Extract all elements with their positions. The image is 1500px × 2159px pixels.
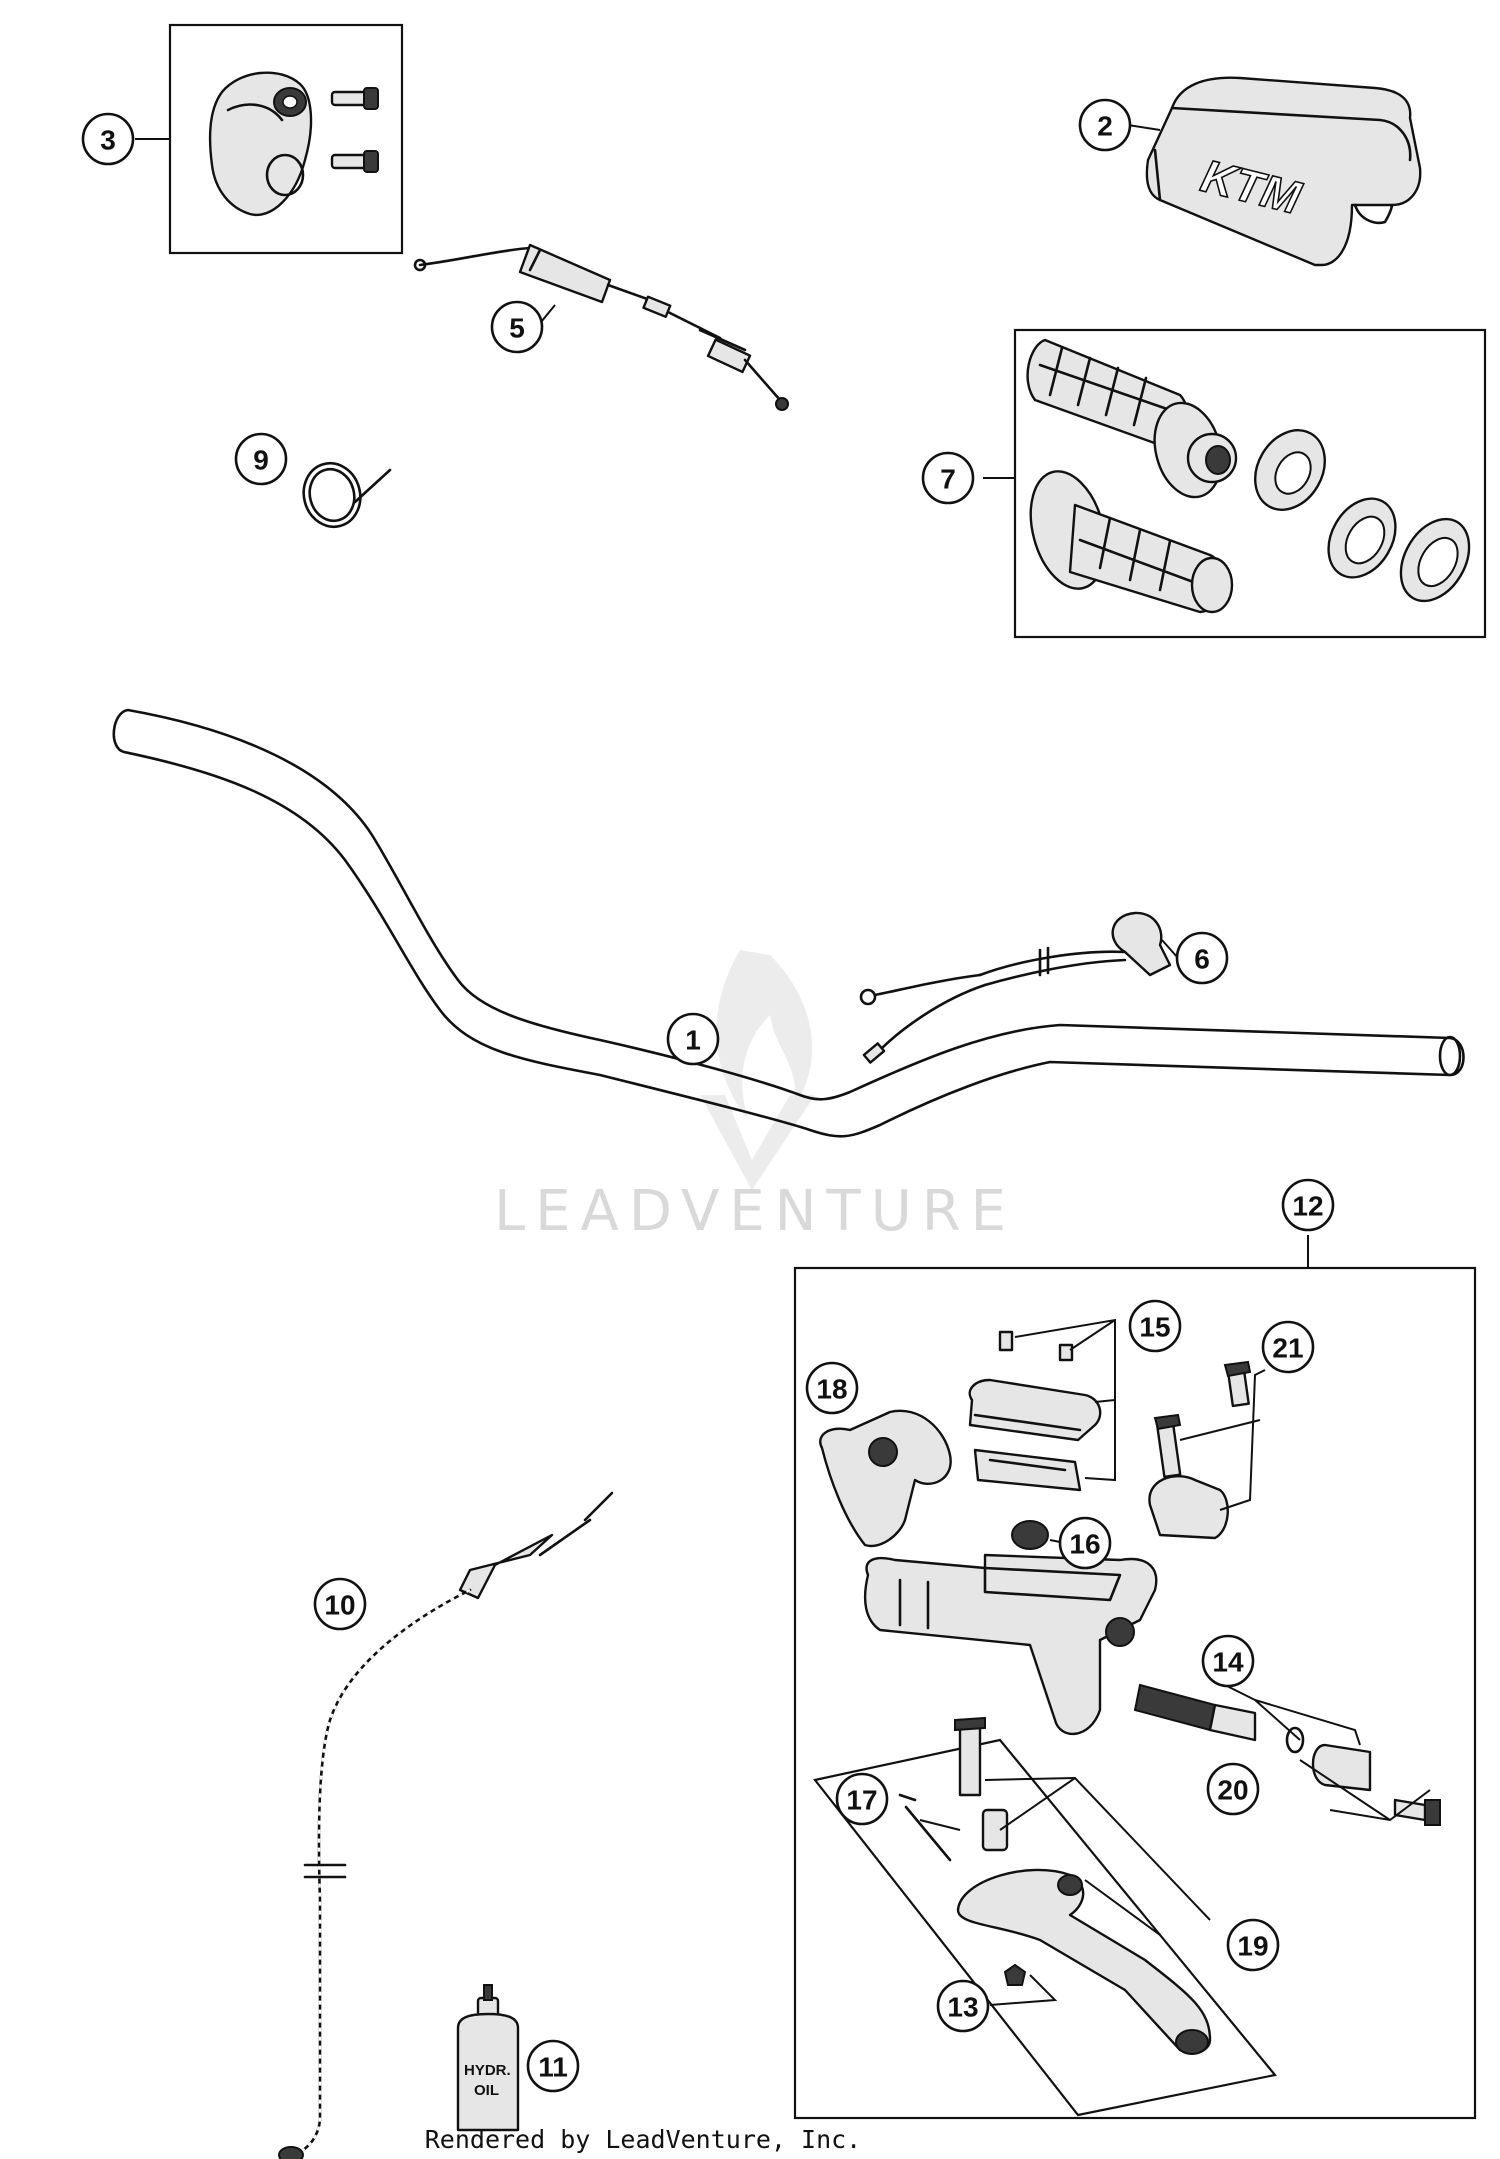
svg-text:12: 12 <box>1292 1191 1323 1222</box>
grip-set-box <box>1013 328 1487 639</box>
grip-set-kit <box>1013 328 1487 639</box>
callout-13: 13 <box>936 1979 990 2033</box>
callout-5: 5 <box>490 300 544 354</box>
watermark-text: LEADVENTURE <box>494 1179 1016 1244</box>
callout-16: 16 <box>1058 1516 1112 1570</box>
svg-text:18: 18 <box>816 1374 847 1405</box>
callout-12: 12 <box>1281 1178 1335 1232</box>
svg-text:19: 19 <box>1237 1931 1268 1962</box>
callout-2: 2 <box>1078 98 1132 152</box>
oil-bottle-label-line2: OIL <box>474 2082 499 2099</box>
callout-14: 14 <box>1201 1634 1255 1688</box>
svg-text:21: 21 <box>1272 1333 1303 1364</box>
svg-text:5: 5 <box>509 313 525 344</box>
svg-text:10: 10 <box>324 1590 355 1621</box>
svg-text:2: 2 <box>1097 111 1113 142</box>
callout-1: 1 <box>666 1012 720 1066</box>
leader-lines <box>135 124 1179 1046</box>
svg-text:13: 13 <box>947 1992 978 2023</box>
hydraulic-hose <box>278 1491 614 2159</box>
callout-17: 17 <box>835 1772 889 1826</box>
oil-bottle-label-line1: HYDR. <box>464 2062 511 2079</box>
callout-6: 6 <box>1175 931 1229 985</box>
callout-18: 18 <box>805 1361 859 1415</box>
callout-19: 19 <box>1226 1918 1280 1972</box>
callout-10: 10 <box>313 1577 367 1631</box>
callout-21: 21 <box>1261 1320 1315 1374</box>
footer-credit: Rendered by LeadVenture, Inc. <box>425 2125 862 2154</box>
watermark: LEADVENTURE <box>494 950 1016 1244</box>
svg-text:7: 7 <box>940 464 956 495</box>
callout-3: 3 <box>81 112 135 166</box>
watermark-v-icon <box>700 1095 815 1190</box>
master-cylinder-box <box>793 1266 1477 2120</box>
watermark-flame-icon <box>716 950 813 1120</box>
throttle-housing-kit <box>168 23 404 255</box>
callout-11: 11 <box>526 2039 580 2093</box>
svg-text:20: 20 <box>1217 1775 1248 1806</box>
handlebar-pad: KTM <box>1145 76 1422 267</box>
svg-text:11: 11 <box>538 2052 568 2083</box>
svg-text:1: 1 <box>685 1025 701 1056</box>
hydraulic-oil-bottle: HYDR. OIL <box>456 1984 520 2132</box>
svg-text:9: 9 <box>253 445 269 476</box>
kill-switch <box>859 911 1172 1064</box>
callout-7: 7 <box>921 451 975 505</box>
clutch-master-cylinder-kit <box>793 1235 1477 2120</box>
throttle-cable <box>413 243 789 411</box>
callout-9: 9 <box>234 432 288 486</box>
handlebar <box>112 708 1465 1138</box>
callout-15: 15 <box>1128 1299 1182 1353</box>
svg-text:14: 14 <box>1212 1647 1244 1678</box>
svg-text:17: 17 <box>846 1785 877 1816</box>
svg-text:15: 15 <box>1139 1312 1170 1343</box>
svg-text:3: 3 <box>100 125 116 156</box>
svg-text:6: 6 <box>1194 944 1210 975</box>
svg-text:16: 16 <box>1069 1529 1100 1560</box>
cable-tie <box>302 461 392 529</box>
callout-20: 20 <box>1206 1762 1260 1816</box>
